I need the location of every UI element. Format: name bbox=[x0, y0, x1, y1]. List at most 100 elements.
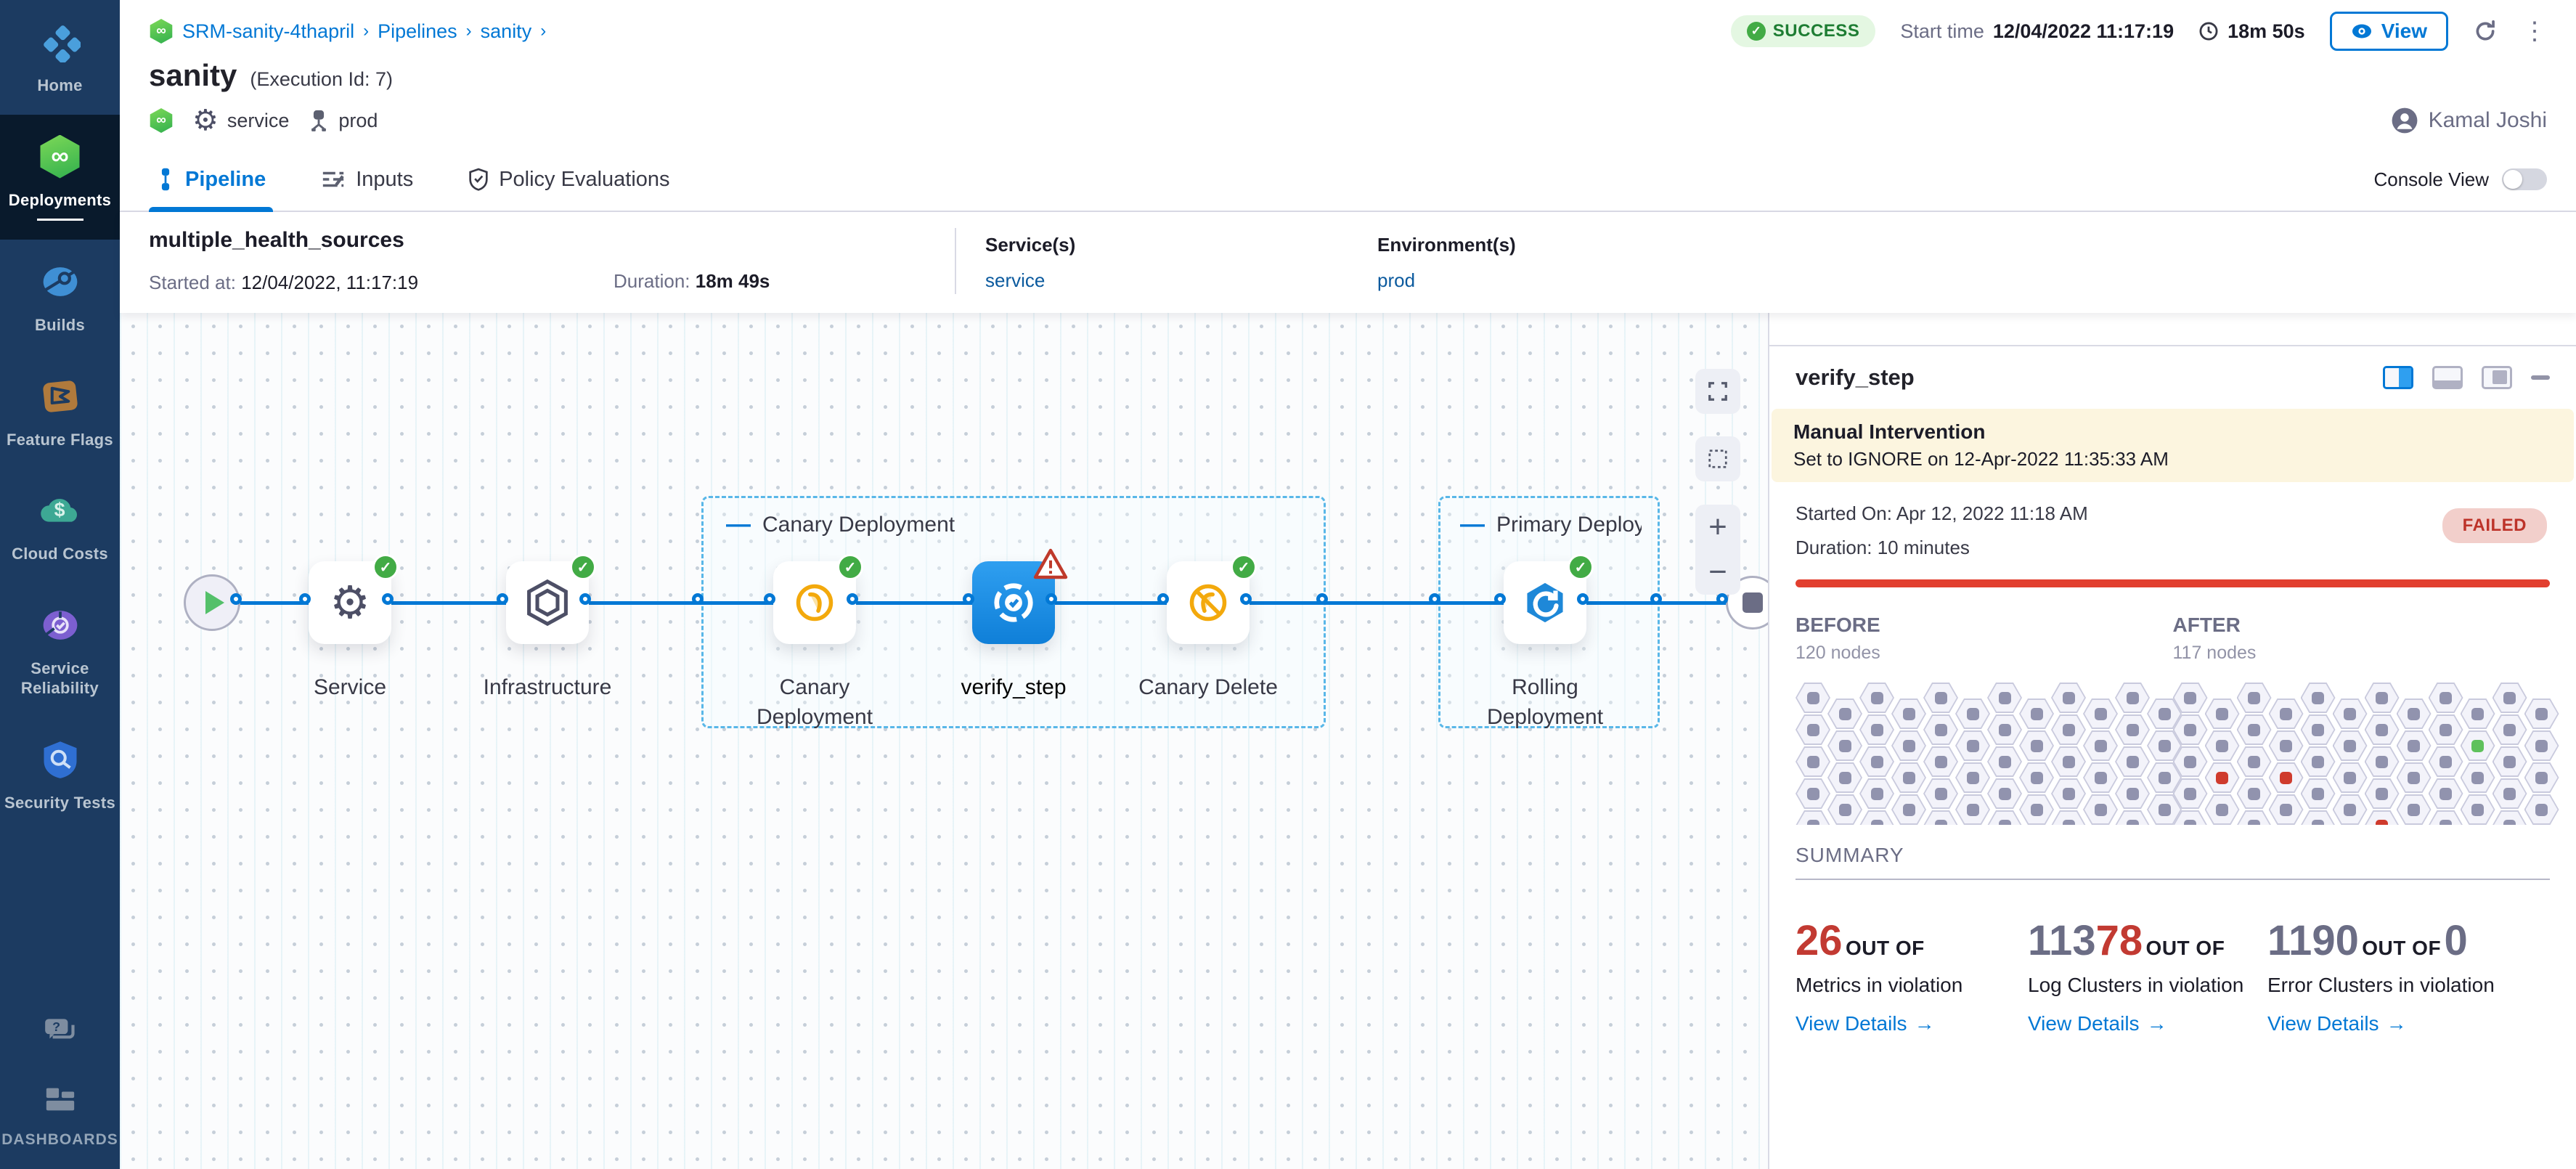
check-icon: ✓ bbox=[1746, 22, 1766, 41]
fullscreen-button[interactable] bbox=[1695, 369, 1740, 414]
node-label: Service bbox=[313, 675, 387, 699]
node-service[interactable]: ⚙ ✓ bbox=[309, 554, 399, 644]
connector-joint bbox=[579, 593, 591, 605]
node-hex-cell bbox=[2428, 746, 2463, 777]
svg-text:$: $ bbox=[54, 499, 65, 521]
node-hex-cell bbox=[2300, 714, 2336, 745]
panel-title: verify_step bbox=[1796, 364, 1915, 390]
tab-bar: Pipeline Inputs Policy Evaluations Conso… bbox=[120, 148, 2576, 212]
breadcrumb-pipeline-name[interactable]: sanity bbox=[480, 20, 532, 42]
node-hex-cell bbox=[1955, 794, 1990, 825]
layout-floating-view-icon[interactable] bbox=[2482, 366, 2512, 389]
view-button[interactable]: View bbox=[2329, 12, 2448, 51]
success-badge-icon: ✓ bbox=[372, 554, 399, 580]
node-hex-cell bbox=[2492, 810, 2527, 825]
environment-link[interactable]: prod bbox=[1377, 269, 1416, 291]
sidebar-item-dashboards[interactable]: DASHBOARDS bbox=[0, 1069, 121, 1149]
avatar-icon bbox=[2392, 107, 2418, 134]
node-hex-cell bbox=[2268, 698, 2304, 729]
after-node-hexgrid bbox=[2172, 683, 2559, 825]
node-hex-cell bbox=[2524, 698, 2559, 729]
service-tag[interactable]: ⚙ service bbox=[192, 104, 290, 137]
node-hex-cell bbox=[2204, 698, 2240, 729]
view-details-link[interactable]: View Details→ bbox=[2267, 1011, 2507, 1037]
layout-bottom-view-icon[interactable] bbox=[2432, 366, 2463, 389]
tab-policy-evaluations[interactable]: Policy Evaluations bbox=[461, 148, 677, 211]
node-hex-cell bbox=[1796, 746, 1830, 777]
environment-tag[interactable]: prod bbox=[308, 108, 378, 133]
zoom-out-button[interactable]: − bbox=[1708, 554, 1727, 590]
node-hex-cell bbox=[1796, 778, 1830, 809]
sidebar-item-cloud-costs[interactable]: $ Cloud Costs bbox=[0, 468, 120, 583]
clock-icon bbox=[2199, 22, 2218, 41]
zoom-in-button[interactable]: + bbox=[1708, 509, 1727, 545]
play-icon bbox=[205, 591, 224, 614]
tab-inputs[interactable]: Inputs bbox=[314, 148, 420, 211]
collapse-icon[interactable]: — bbox=[726, 510, 751, 538]
breadcrumb-project[interactable]: SRM-sanity-4thapril bbox=[182, 20, 355, 42]
node-hex-cell bbox=[2083, 698, 2118, 729]
duration-info: Duration: 18m 49s bbox=[614, 270, 770, 292]
marquee-select-button[interactable] bbox=[1695, 436, 1740, 481]
node-hex-cell bbox=[1923, 810, 1958, 825]
refresh-button[interactable] bbox=[2473, 19, 2498, 44]
more-options-button[interactable]: ⋮ bbox=[2522, 17, 2547, 45]
arrow-right-icon: → bbox=[2386, 1011, 2407, 1035]
tab-pipeline[interactable]: Pipeline bbox=[149, 148, 274, 212]
user-name: Kamal Joshi bbox=[2428, 108, 2547, 132]
breadcrumb-pipelines[interactable]: Pipelines bbox=[378, 20, 457, 42]
banner-subtitle: Set to IGNORE on 12-Apr-2022 11:35:33 AM bbox=[1793, 448, 2169, 470]
node-hex-cell bbox=[2428, 810, 2463, 825]
node-verify-step[interactable] bbox=[972, 548, 1068, 644]
title-row: sanity (Execution Id: 7) bbox=[120, 55, 2576, 96]
sidebar-spacer bbox=[0, 831, 120, 993]
breadcrumb-separator: › bbox=[363, 21, 370, 41]
node-hex-cell bbox=[2019, 698, 2054, 729]
node-canary-deployment[interactable]: ✓ bbox=[773, 554, 863, 644]
node-hex-cell bbox=[2428, 683, 2463, 713]
arrow-right-icon: → bbox=[1914, 1011, 1935, 1035]
sidebar-item-security-tests[interactable]: Security Tests bbox=[0, 717, 120, 832]
shield-check-icon bbox=[469, 168, 488, 191]
sidebar-item-home[interactable]: Home bbox=[0, 0, 120, 115]
node-hex-cell bbox=[2083, 762, 2118, 793]
sidebar-item-feature-flags[interactable]: Feature Flags bbox=[0, 354, 120, 469]
after-column: AFTER 117 nodes bbox=[2172, 614, 2559, 825]
collapse-icon[interactable]: — bbox=[1460, 510, 1485, 538]
connector-joint bbox=[1157, 593, 1169, 605]
node-hex-cell bbox=[1796, 714, 1830, 745]
node-label: verify_step bbox=[961, 675, 1067, 699]
sidebar-item-service-reliability[interactable]: Service Reliability bbox=[0, 583, 120, 717]
node-label: Canary Deployment bbox=[756, 675, 873, 729]
node-hex-cell bbox=[2019, 794, 2054, 825]
pipeline-canvas[interactable]: — Canary Deployment — Primary Deploy... … bbox=[120, 313, 1768, 1169]
stage-group-canary-label[interactable]: — Canary Deployment bbox=[726, 510, 955, 538]
console-view-toggle[interactable] bbox=[2502, 168, 2547, 190]
summary-columns: 26 OUT OF Metrics in violation View Deta… bbox=[1796, 913, 2550, 1037]
help-chat-button[interactable]: ? bbox=[34, 993, 86, 1069]
node-rolling-deployment[interactable]: ✓ bbox=[1504, 554, 1594, 644]
success-badge-icon: ✓ bbox=[1568, 554, 1594, 580]
view-details-link[interactable]: View Details→ bbox=[2028, 1011, 2246, 1037]
node-infrastructure[interactable]: ✓ bbox=[506, 554, 596, 644]
node-label: Canary Delete bbox=[1138, 675, 1278, 699]
sidebar-item-deployments[interactable]: ∞ Deployments bbox=[0, 114, 120, 240]
sidebar-item-builds[interactable]: Builds bbox=[0, 240, 120, 354]
node-hex-cell bbox=[2364, 778, 2400, 809]
user-chip[interactable]: Kamal Joshi bbox=[2391, 107, 2547, 134]
environments-column: Environment(s) prod bbox=[1377, 228, 1769, 294]
node-hex-cell bbox=[1827, 698, 1862, 729]
view-details-link[interactable]: View Details→ bbox=[1796, 1011, 2006, 1037]
service-link[interactable]: service bbox=[985, 269, 1046, 291]
node-canary-delete[interactable]: ✓ bbox=[1167, 554, 1257, 644]
node-hex-cell bbox=[2524, 730, 2559, 761]
node-hex-cell bbox=[2492, 683, 2527, 713]
execution-header: ∞ SRM-sanity-4thapril › Pipelines › sani… bbox=[120, 0, 2576, 55]
node-hex-cell bbox=[2115, 810, 2150, 825]
node-hex-cell bbox=[2268, 794, 2304, 825]
minimize-panel-button[interactable] bbox=[2531, 375, 2550, 380]
layout-right-view-icon[interactable] bbox=[2383, 366, 2413, 389]
active-underline bbox=[36, 219, 83, 221]
stage-group-primary-label[interactable]: — Primary Deploy... bbox=[1460, 510, 1642, 538]
